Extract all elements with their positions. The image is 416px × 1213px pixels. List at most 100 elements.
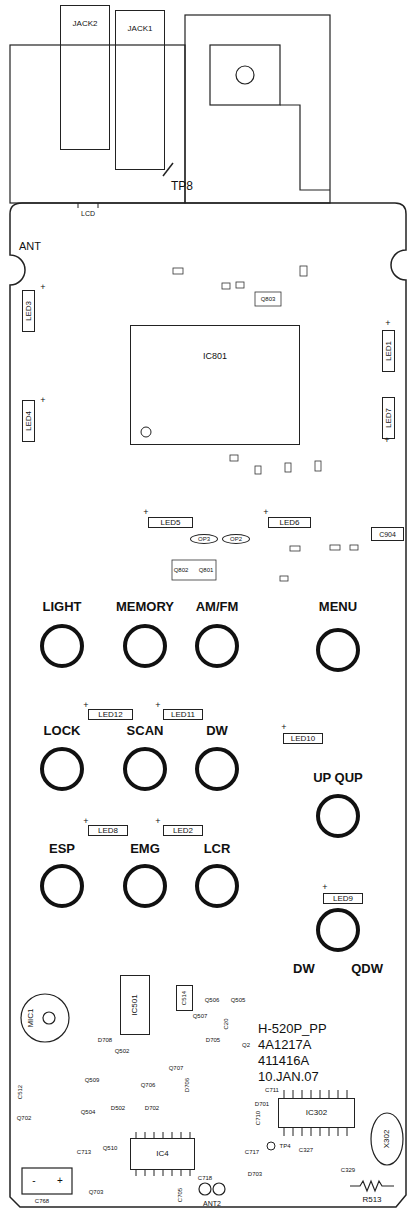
ic-pin xyxy=(181,1170,182,1176)
part-name: LED7 xyxy=(385,408,393,428)
led-outline: LED10 xyxy=(283,733,323,744)
part-name: LED6 xyxy=(279,519,299,527)
led-outline: LED9 xyxy=(323,893,363,904)
button-ring xyxy=(125,749,165,789)
smd-pad xyxy=(255,466,261,474)
housing-step xyxy=(280,105,330,190)
part-label: C20 xyxy=(223,1018,229,1029)
part-label: Q707 xyxy=(169,1065,184,1071)
button-label: QDW xyxy=(351,962,383,975)
microphone-outline xyxy=(21,994,69,1042)
part-name: MIC1 xyxy=(27,1008,35,1027)
crystal-outline xyxy=(371,1113,403,1165)
button-label: AM/FM xyxy=(196,599,239,615)
battery-outline xyxy=(22,1168,72,1194)
button-ring xyxy=(39,746,85,792)
part-label: D701 xyxy=(255,1101,269,1107)
part-label: Q703 xyxy=(89,1189,104,1195)
button-label: LIGHT xyxy=(43,599,82,615)
led-outline: LED12 xyxy=(88,709,133,720)
button-caption: UP QUP xyxy=(308,769,368,785)
button-ring xyxy=(315,793,361,839)
button-ring xyxy=(194,863,240,909)
antenna-pad xyxy=(213,1183,225,1195)
smd-pad xyxy=(222,283,230,289)
test-point xyxy=(267,1142,275,1150)
board-outline xyxy=(10,203,406,1207)
ic-pin xyxy=(190,1170,191,1176)
polarity-mark: + xyxy=(281,723,286,732)
part-label: Q505 xyxy=(231,997,246,1003)
ic-pin xyxy=(338,1128,339,1136)
key-button: EMG xyxy=(115,840,175,909)
key-button: LCR xyxy=(187,840,247,909)
polarity-mark: + xyxy=(40,283,45,292)
button-ring xyxy=(122,623,168,669)
ic-outline: IC801 xyxy=(130,325,300,445)
part-name: JACK1 xyxy=(128,25,153,33)
button-ring xyxy=(315,627,361,673)
button-caption: LCR xyxy=(187,840,247,856)
button-ring xyxy=(122,746,168,792)
part-name: LED11 xyxy=(171,711,195,719)
part-name: LED4 xyxy=(25,411,33,431)
polarity-mark: + xyxy=(155,817,160,826)
ic-outline: IC501 xyxy=(120,975,150,1035)
jack-outline: JACK1 xyxy=(115,10,165,170)
key-button: AM/FM xyxy=(187,598,247,669)
key-button: DW xyxy=(187,722,247,792)
part-label: Q802 xyxy=(174,567,189,573)
part-name: LED5 xyxy=(160,519,180,527)
crystal-outline: X302 xyxy=(370,1112,404,1166)
smd-pad xyxy=(290,546,300,551)
ic-pin xyxy=(145,1170,146,1176)
part-name: C904 xyxy=(379,531,396,538)
key-button: DW QDW xyxy=(293,907,383,976)
capacitor-outline: C514 xyxy=(176,985,193,1011)
connector-label: LCD xyxy=(81,210,95,217)
microphone-port xyxy=(43,1012,55,1024)
resistor-symbol xyxy=(350,1181,394,1191)
part-label: D502 xyxy=(111,1105,125,1111)
ic-pin xyxy=(136,1170,137,1176)
led-outline: LED8 xyxy=(88,825,128,836)
part-label: C718 xyxy=(198,1175,212,1181)
part-label: Q801 xyxy=(199,567,214,573)
button-caption: LOCK xyxy=(32,722,92,738)
ic-pin xyxy=(302,1090,303,1098)
part-label: C705 xyxy=(177,1188,183,1202)
ic-pin xyxy=(320,1128,321,1136)
button-ring xyxy=(197,866,237,906)
part-label: Q507 xyxy=(193,1013,208,1019)
part-name: LED12 xyxy=(98,711,122,719)
ic302-pins xyxy=(284,1090,347,1136)
button-ring xyxy=(42,749,82,789)
part-name: LED1 xyxy=(385,341,393,361)
button-caption: DW xyxy=(187,722,247,738)
button-caption: MENU xyxy=(308,598,368,614)
polarity-mark: + xyxy=(155,701,160,710)
part-label: Q706 xyxy=(141,1082,156,1088)
part-label: Q506 xyxy=(205,997,220,1003)
switch-housing xyxy=(185,15,330,203)
button-label: ESP xyxy=(49,841,75,857)
key-button: UP QUP xyxy=(308,769,368,839)
polarity-mark: + xyxy=(83,701,88,710)
polarity-mark: + xyxy=(385,319,390,328)
ic-pin xyxy=(284,1128,285,1136)
button-label: DW xyxy=(293,962,315,975)
lcd-mark xyxy=(78,203,79,208)
ic-pin xyxy=(311,1090,312,1098)
button-label: LCR xyxy=(204,841,231,857)
microphone-caption: MIC1 xyxy=(24,993,38,1043)
polarity-mark: + xyxy=(143,508,148,517)
button-ring xyxy=(122,863,168,909)
led-outline: LED2 xyxy=(163,825,203,836)
part-label: C768 xyxy=(35,1198,49,1204)
button-label: UP QUP xyxy=(313,770,363,786)
ic-pin xyxy=(284,1090,285,1098)
part-label: C710 xyxy=(255,1111,261,1125)
ic-pin xyxy=(163,1170,164,1176)
part-label: Q702 xyxy=(17,1115,32,1121)
part-name: LED3 xyxy=(25,301,33,321)
